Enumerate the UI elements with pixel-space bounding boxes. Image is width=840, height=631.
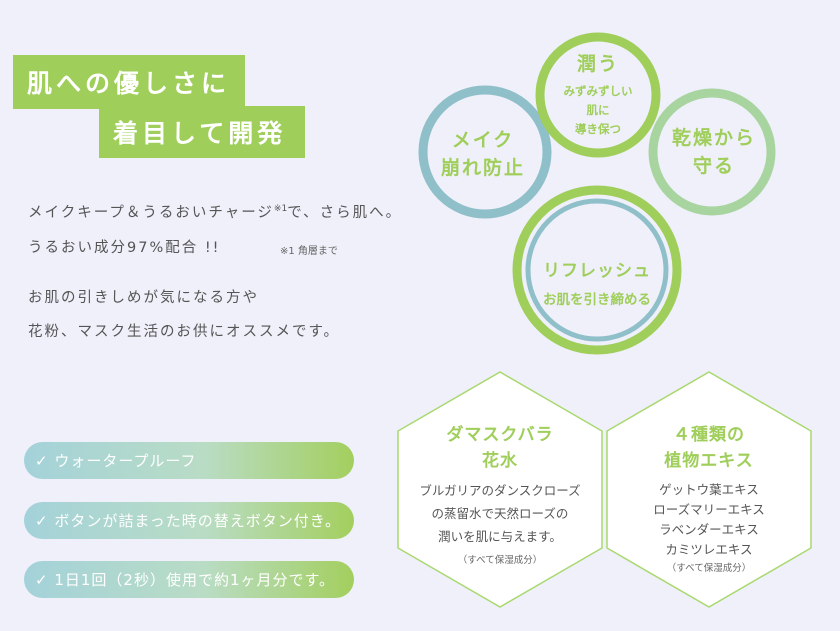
intro-line-1-tail: で、さら肌へ。	[287, 205, 403, 221]
intro-line-3: お肌の引きしめが気になる方や	[28, 290, 259, 306]
ring-right	[648, 88, 776, 216]
hex1-body-2: の蒸留水で天然ローズの	[432, 506, 569, 521]
circle-left-line-2: 崩れ防止	[441, 156, 525, 179]
intro-line-1-text: メイクキープ＆うるおいチャージ	[28, 205, 274, 221]
ring-top	[535, 32, 661, 158]
footnote: ※1 角層まで	[280, 246, 338, 257]
circle-right-line-2: 守る	[693, 154, 735, 177]
headline-line-1: 肌への優しさに	[13, 55, 245, 109]
hex2-item-3: ラベンダーエキス	[659, 522, 759, 537]
hex2-note: （すべて保湿成分）	[667, 562, 751, 574]
hex1-body-3: 潤いを肌に与えます。	[438, 529, 562, 544]
headline-line-2: 着目して開発	[99, 106, 305, 158]
hex1-title-1: ダマスクバラ	[446, 424, 553, 445]
hex2-item-4: カミツレエキス	[665, 542, 752, 557]
intro-line-4: 花粉、マスク生活のお供にオススメです。	[28, 324, 341, 340]
hex2-item-1: ゲットウ葉エキス	[659, 482, 759, 497]
feature-pill-spare-button: ✓ ボタンが詰まった時の替えボタン付き。	[24, 502, 354, 539]
circle-bottom-line-2: お肌を引き締める	[543, 291, 651, 308]
circle-top-sub-3: 導き保つ	[575, 122, 621, 136]
feature-pill-waterproof: ✓ ウォータープルーフ	[24, 442, 354, 479]
hex1-note: （すべて保湿成分）	[458, 554, 542, 566]
circle-right-line-1: 乾燥から	[672, 126, 756, 149]
intro-line-2: うるおい成分97%配合 !!	[28, 240, 221, 256]
circle-top-title: 潤う	[577, 52, 619, 75]
circle-top-sub-1: みずみずしい	[564, 84, 633, 98]
hex2-title-1: ４種類の	[673, 424, 745, 445]
ring-bottom-outer	[512, 185, 682, 355]
ring-left	[418, 85, 552, 219]
circle-top-sub-2: 肌に	[587, 103, 610, 117]
footnote-mark: ※1	[273, 204, 288, 215]
feature-pill-usage: ✓ 1日1回（2秒）使用で約1ヶ月分です。	[24, 561, 354, 598]
hex2-title-2: 植物エキス	[664, 450, 754, 471]
hex2-item-2: ローズマリーエキス	[653, 502, 765, 517]
circle-left-line-1: メイク	[452, 129, 515, 151]
hexagon-plant-extracts	[606, 371, 812, 608]
intro-line-1: メイクキープ＆うるおいチャージ※1で、さら肌へ。	[28, 201, 402, 222]
circle-bottom-line-1: リフレッシュ	[543, 261, 651, 281]
hex1-title-2: 花水	[482, 450, 518, 471]
hexagon-rose-water	[397, 371, 603, 608]
hex1-body-1: ブルガリアのダンスクローズ	[419, 483, 580, 498]
ring-bottom-inner	[525, 198, 669, 342]
